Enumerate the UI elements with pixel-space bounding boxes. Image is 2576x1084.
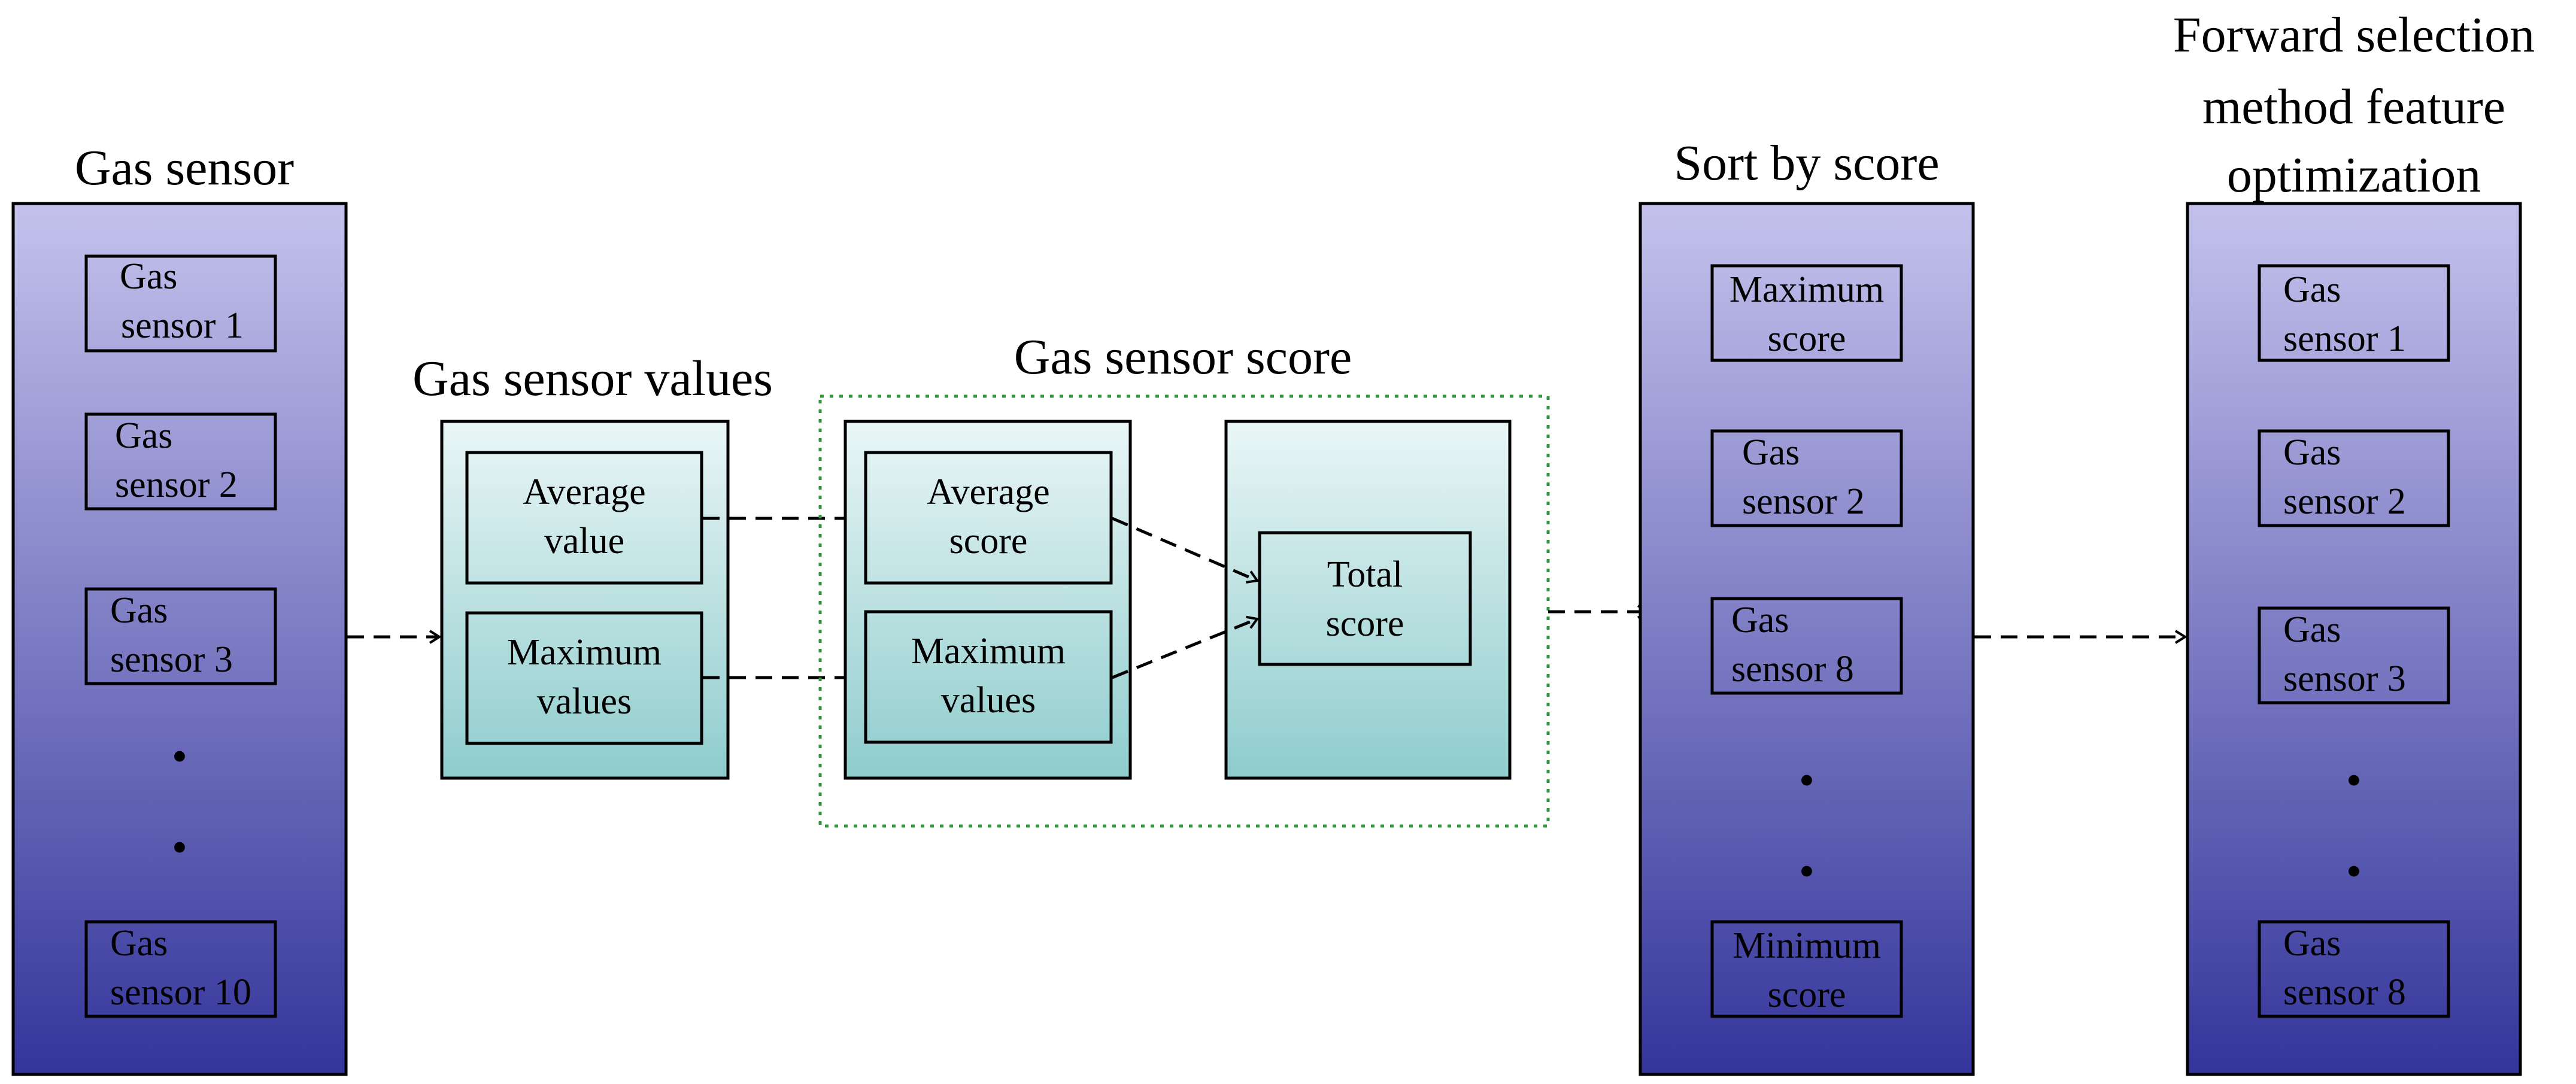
svg-text:value: value bbox=[544, 521, 624, 561]
gas-sensor-item-3: Gas sensor 3 bbox=[84, 587, 277, 685]
forward-selection-title-line-1: Forward selection bbox=[2173, 7, 2535, 63]
gas-sensor-item-2: Gas sensor 2 bbox=[84, 412, 277, 511]
svg-text:sensor 1: sensor 1 bbox=[2283, 318, 2406, 359]
sort-by-score-column: Sort by score Maximum score Gas sensor 2… bbox=[1639, 135, 1975, 1076]
score-panel bbox=[844, 420, 1132, 780]
svg-text:score: score bbox=[1768, 974, 1846, 1015]
svg-text:Average: Average bbox=[523, 472, 645, 512]
ellipsis-dot: · bbox=[169, 810, 191, 883]
average-value-box: Average value bbox=[465, 451, 703, 585]
sorted-gas-sensor-8: Gas sensor 8 bbox=[1710, 597, 1903, 695]
gas-sensor-values-panel bbox=[440, 420, 730, 780]
ellipsis-dot: · bbox=[169, 719, 191, 792]
svg-text:sensor 1: sensor 1 bbox=[121, 305, 244, 346]
ellipsis-dot: · bbox=[1796, 834, 1818, 907]
svg-text:sensor 3: sensor 3 bbox=[110, 639, 233, 680]
selected-gas-sensor-2: Gas sensor 2 bbox=[2258, 429, 2450, 527]
svg-text:sensor 2: sensor 2 bbox=[115, 464, 238, 505]
svg-text:sensor 10: sensor 10 bbox=[110, 972, 251, 1013]
gas-sensor-values-group: Gas sensor values Average value Maximum … bbox=[412, 351, 773, 780]
svg-text:Maximum: Maximum bbox=[1730, 269, 1884, 310]
gas-sensor-score-title: Gas sensor score bbox=[1014, 329, 1352, 385]
svg-text:Average: Average bbox=[927, 472, 1049, 512]
svg-text:sensor 3: sensor 3 bbox=[2283, 658, 2406, 699]
svg-text:Gas: Gas bbox=[2283, 923, 2341, 964]
svg-text:score: score bbox=[949, 521, 1028, 561]
svg-text:sensor 2: sensor 2 bbox=[1742, 481, 1865, 522]
forward-selection-title-line-3: optimization bbox=[2227, 147, 2481, 203]
svg-text:score: score bbox=[1768, 318, 1846, 359]
gas-sensor-score-boundary bbox=[818, 394, 1550, 828]
svg-text:Gas: Gas bbox=[1731, 600, 1789, 640]
maximum-score-item: Maximum score bbox=[1710, 264, 1903, 362]
selected-gas-sensor-3: Gas sensor 3 bbox=[2258, 606, 2450, 705]
gas-sensor-column: Gas sensor Gas sensor 1 Gas sensor 2 Gas… bbox=[11, 140, 348, 1076]
svg-text:Maximum: Maximum bbox=[507, 632, 662, 673]
forward-selection-column: Forward selection method feature optimiz… bbox=[2173, 7, 2535, 1076]
svg-text:Gas: Gas bbox=[1742, 432, 1800, 473]
svg-text:values: values bbox=[537, 681, 632, 722]
gas-sensor-values-title: Gas sensor values bbox=[412, 351, 773, 406]
svg-text:Gas: Gas bbox=[2283, 432, 2341, 473]
svg-text:Gas: Gas bbox=[115, 415, 172, 456]
gas-sensor-score-group: Gas sensor score Average score Maximum v… bbox=[818, 329, 1550, 828]
maximum-score-values-box: Maximum values bbox=[864, 610, 1113, 744]
svg-text:sensor 8: sensor 8 bbox=[2283, 972, 2406, 1013]
ellipsis-dot: · bbox=[1796, 743, 1818, 816]
gas-sensor-item-10: Gas sensor 10 bbox=[84, 920, 277, 1018]
forward-selection-panel bbox=[2186, 202, 2522, 1076]
gas-sensor-item-1: Gas sensor 1 bbox=[84, 254, 277, 353]
sorted-gas-sensor-2: Gas sensor 2 bbox=[1710, 429, 1903, 527]
forward-selection-title-line-2: method feature bbox=[2202, 79, 2505, 135]
average-score-box: Average score bbox=[864, 451, 1113, 585]
svg-text:sensor 8: sensor 8 bbox=[1731, 649, 1854, 690]
selected-gas-sensor-8: Gas sensor 8 bbox=[2258, 920, 2450, 1018]
gas-sensor-title: Gas sensor bbox=[75, 140, 294, 196]
total-score-panel bbox=[1224, 420, 1512, 780]
svg-text:Maximum: Maximum bbox=[911, 631, 1066, 672]
svg-text:Gas: Gas bbox=[110, 923, 168, 964]
svg-text:sensor 2: sensor 2 bbox=[2283, 481, 2406, 522]
svg-text:Gas: Gas bbox=[2283, 269, 2341, 310]
svg-text:values: values bbox=[941, 680, 1036, 721]
sort-by-score-panel bbox=[1639, 202, 1975, 1076]
sort-by-score-title: Sort by score bbox=[1674, 135, 1939, 191]
svg-text:score: score bbox=[1326, 603, 1404, 644]
gas-sensor-panel bbox=[11, 202, 348, 1076]
minimum-score-item: Minimum score bbox=[1710, 920, 1903, 1018]
ellipsis-dot: · bbox=[2343, 743, 2365, 816]
svg-text:Gas: Gas bbox=[110, 590, 168, 631]
svg-text:Minimum: Minimum bbox=[1732, 925, 1881, 966]
ellipsis-dot: · bbox=[2343, 834, 2365, 907]
maximum-values-box: Maximum values bbox=[465, 611, 703, 745]
total-score-box: Total score bbox=[1258, 531, 1472, 666]
selected-gas-sensor-1: Gas sensor 1 bbox=[2258, 264, 2450, 362]
svg-text:Total: Total bbox=[1327, 554, 1403, 595]
svg-text:Gas: Gas bbox=[120, 256, 177, 297]
svg-text:Gas: Gas bbox=[2283, 609, 2341, 650]
